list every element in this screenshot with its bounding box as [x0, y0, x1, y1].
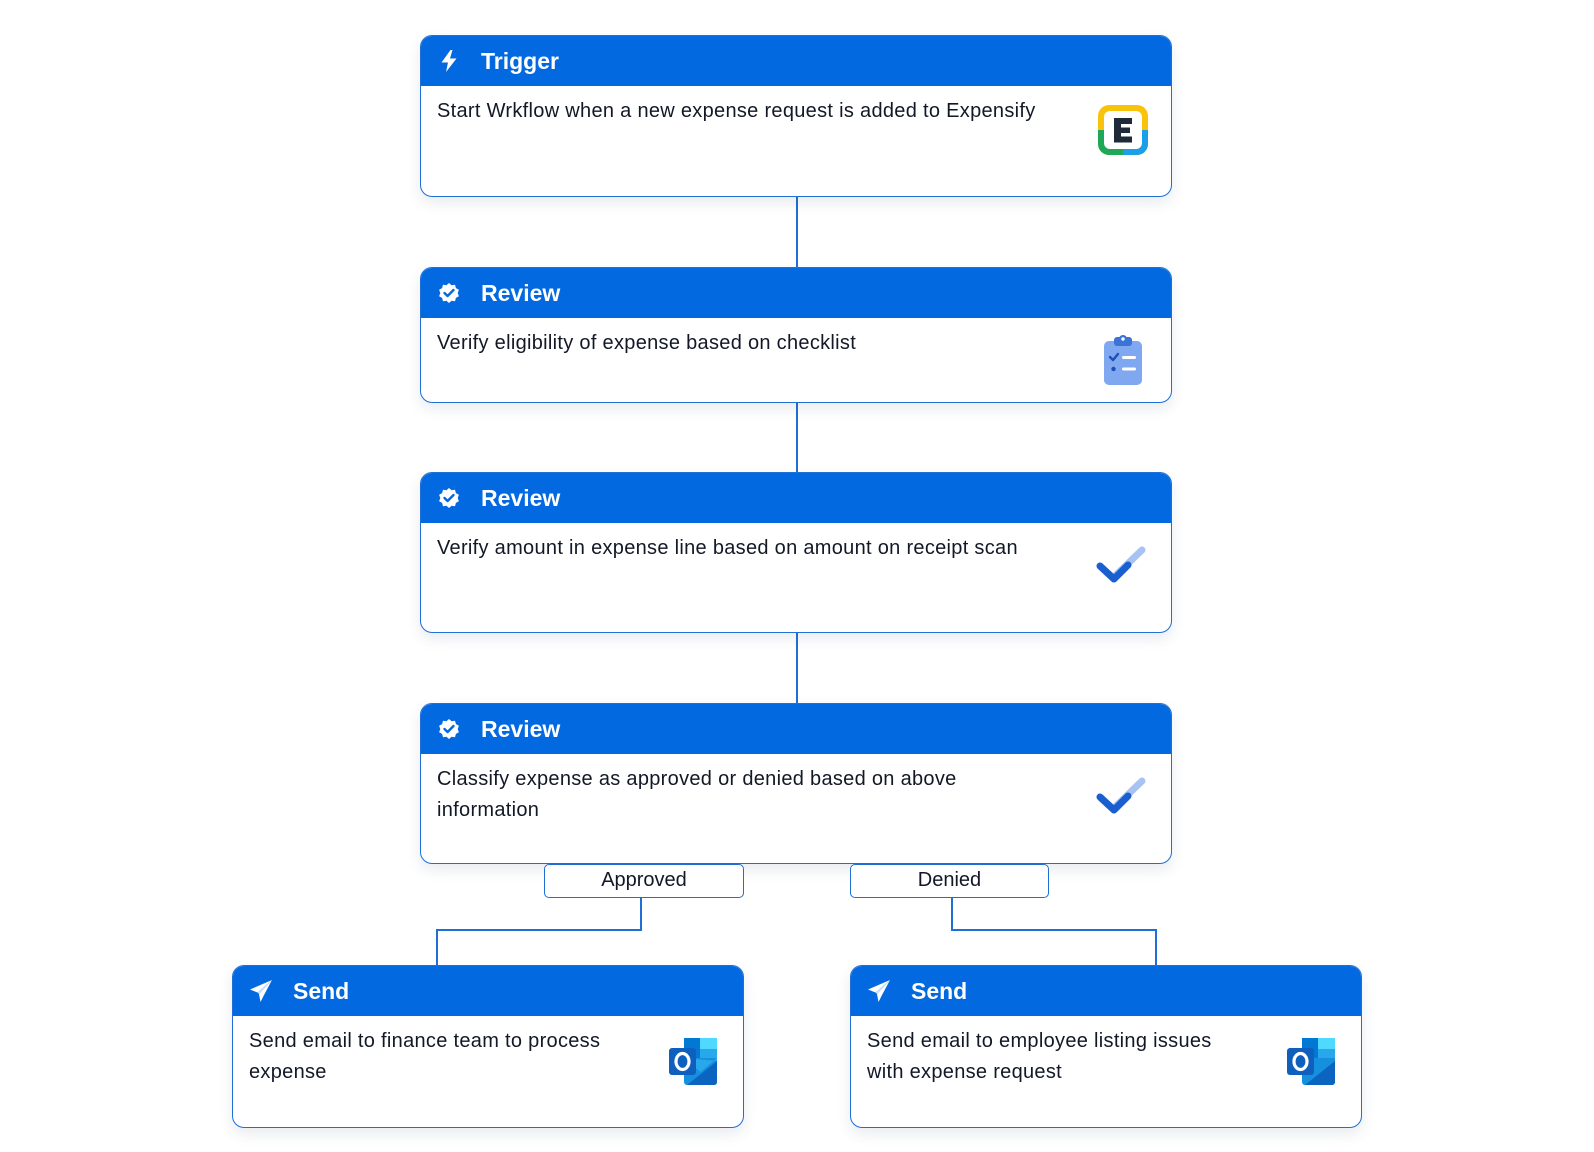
- trigger-card-header: Trigger: [421, 36, 1171, 86]
- send-card-description: Send email to finance team to process ex…: [249, 1030, 601, 1083]
- review-card-header: Review: [421, 704, 1171, 754]
- trigger-card-description: Start Wrkflow when a new expense request…: [437, 100, 1036, 122]
- send-card-description: Send email to employee listing issues wi…: [867, 1030, 1212, 1083]
- review-card-header: Review: [421, 473, 1171, 523]
- review-card-title: Review: [481, 715, 561, 742]
- send-card-employee[interactable]: Send Send email to employee listing issu…: [850, 965, 1362, 1128]
- review-card-eligibility[interactable]: Review Verify eligibility of expense bas…: [420, 267, 1172, 403]
- trigger-card[interactable]: Trigger Start Wrkflow when a new expense…: [420, 35, 1172, 197]
- verified-badge-icon: [437, 486, 461, 510]
- review-card-description: Classify expense as approved or denied b…: [437, 768, 957, 821]
- verified-badge-icon: [437, 717, 461, 741]
- review-card-header: Review: [421, 268, 1171, 318]
- approved-branch-label[interactable]: Approved: [544, 864, 744, 898]
- connector-approved-branch: [436, 897, 642, 965]
- double-checkmark-icon: [1095, 538, 1151, 594]
- review-card-amount[interactable]: Review Verify amount in expense line bas…: [420, 472, 1172, 633]
- send-card-header: Send: [851, 966, 1361, 1016]
- lightning-bolt-icon: [437, 49, 461, 73]
- review-card-title: Review: [481, 484, 561, 511]
- outlook-logo-icon: [1285, 1034, 1341, 1090]
- outlook-logo-icon: [667, 1034, 723, 1090]
- double-checkmark-icon: [1095, 769, 1151, 825]
- review-card-classify[interactable]: Review Classify expense as approved or d…: [420, 703, 1172, 864]
- clipboard-checklist-icon: [1095, 332, 1151, 388]
- paper-plane-icon: [867, 979, 891, 1003]
- review-card-description: Verify amount in expense line based on a…: [437, 537, 1018, 559]
- paper-plane-icon: [249, 979, 273, 1003]
- verified-badge-icon: [437, 281, 461, 305]
- send-card-title: Send: [293, 977, 350, 1004]
- trigger-card-title: Trigger: [481, 47, 559, 74]
- review-card-description: Verify eligibility of expense based on c…: [437, 332, 857, 354]
- connector-denied-branch: [951, 897, 1157, 965]
- denied-branch-label[interactable]: Denied: [850, 864, 1049, 898]
- send-card-header: Send: [233, 966, 743, 1016]
- review-card-title: Review: [481, 279, 561, 306]
- send-card-title: Send: [911, 977, 968, 1004]
- send-card-finance[interactable]: Send Send email to finance team to proce…: [232, 965, 744, 1128]
- expensify-logo-icon: [1095, 102, 1151, 158]
